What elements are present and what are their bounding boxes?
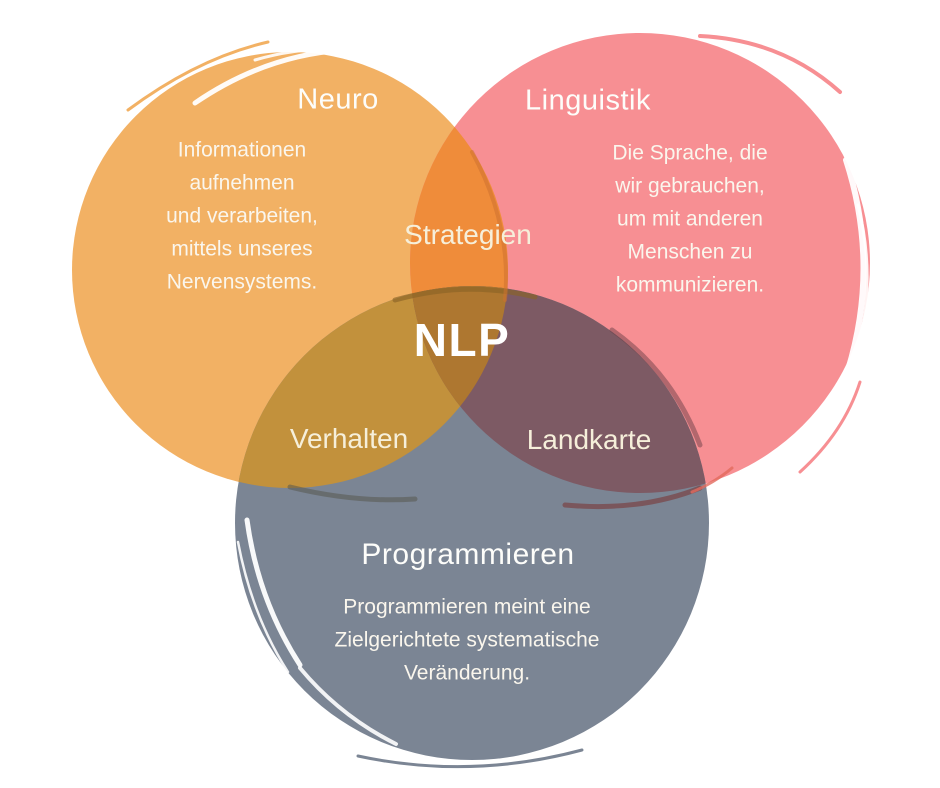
brush-strokes-dark bbox=[287, 150, 734, 510]
neuro-description: Informationen aufnehmen und verarbeiten,… bbox=[166, 134, 318, 299]
brush-strokes-colored bbox=[126, 34, 862, 769]
brush-stroke-linguistik-right bbox=[843, 157, 867, 373]
brush-stroke-neuro-outer bbox=[126, 40, 270, 112]
programmieren-description-line: Programmieren meint eine bbox=[343, 595, 591, 619]
brush-stroke-landkarte-right-edge bbox=[609, 327, 703, 448]
neuro-description-line: und verarbeiten, bbox=[166, 204, 318, 228]
linguistik-description-line: um mit anderen bbox=[617, 207, 763, 231]
brush-strokes-white bbox=[192, 47, 869, 746]
brush-stroke-landkarte-bottom-edge bbox=[562, 485, 703, 510]
verhalten-label: Verhalten bbox=[289, 423, 409, 454]
brush-stroke-pink-vertex-accent bbox=[690, 466, 734, 494]
linguistik-description: Die Sprache, die wir gebrauchen, um mit … bbox=[612, 137, 767, 302]
linguistik-description-line: kommunizieren. bbox=[615, 273, 765, 297]
linguistik-description-line: Die Sprache, die bbox=[612, 141, 768, 165]
programmieren-title: Programmieren bbox=[361, 538, 575, 571]
neuro-description-line: mittels unseres bbox=[171, 237, 313, 261]
brush-stroke-programmieren-bottom bbox=[298, 666, 398, 746]
programmieren-description-line: Veränderung. bbox=[403, 661, 531, 685]
linguistik-description-line: Menschen zu bbox=[627, 240, 753, 264]
neuro-title: Neuro bbox=[297, 83, 379, 116]
brush-stroke-neuro-top-2 bbox=[253, 47, 407, 62]
linguistik-programmieren-overlap-region bbox=[410, 286, 709, 493]
programmieren-description: Programmieren meint eine Zielgerichtete … bbox=[335, 591, 600, 690]
brush-stroke-programmieren-left bbox=[244, 517, 303, 668]
programmieren-description-line: Zielgerichtete systematische bbox=[334, 628, 600, 652]
brush-stroke-neuro-bottom-edge bbox=[287, 484, 418, 503]
brush-stroke-programmieren-outer bbox=[356, 748, 584, 769]
brush-stroke-center-top-edge bbox=[392, 286, 538, 303]
neuro-description-line: Informationen bbox=[177, 138, 307, 162]
neuro-description-line: aufnehmen bbox=[189, 171, 295, 195]
brush-stroke-programmieren-left-2 bbox=[236, 540, 290, 674]
neuro-description-line: Nervensystems. bbox=[166, 270, 318, 294]
brush-stroke-linguistik-outer-right bbox=[798, 380, 862, 474]
brush-stroke-neuro-edge-in-pink bbox=[470, 150, 509, 302]
landkarte-label: Landkarte bbox=[526, 424, 652, 455]
linguistik-description-line: wir gebrauchen, bbox=[615, 174, 765, 198]
brush-stroke-neuro-top bbox=[192, 47, 348, 106]
neuro-programmieren-overlap-region bbox=[235, 286, 508, 488]
brush-stroke-linguistik-right-2 bbox=[856, 203, 869, 334]
brush-stroke-linguistik-outer-top bbox=[698, 34, 842, 94]
strategien-label: Strategien bbox=[404, 219, 532, 250]
linguistik-title: Linguistik bbox=[525, 84, 651, 117]
nlp-center-label: NLP bbox=[413, 314, 511, 366]
